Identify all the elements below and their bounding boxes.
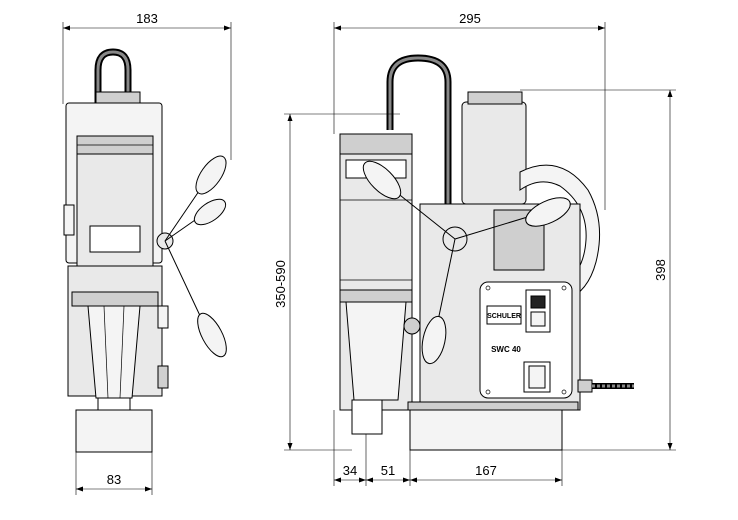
side-cable-gland xyxy=(577,379,634,393)
front-handle-grip-1 xyxy=(195,155,227,195)
dim-base-offset-a: 34 xyxy=(343,463,357,478)
dim-side-height-right: 398 xyxy=(653,259,668,281)
side-handle-grip-1 xyxy=(362,160,402,200)
side-view: SCHULER SWC 40 xyxy=(339,54,634,451)
side-magnet-base xyxy=(409,409,563,451)
dim-base-offset-b: 51 xyxy=(381,463,395,478)
dim-front-width-base: 83 xyxy=(107,472,121,487)
brand-label xyxy=(486,305,522,325)
dim-side-width-top: 295 xyxy=(459,11,481,26)
front-top-cap xyxy=(95,91,141,105)
front-handle-grip-2 xyxy=(193,198,227,226)
dim-front-width-top: 183 xyxy=(136,11,158,26)
model-text: SWC 40 xyxy=(491,345,521,354)
side-gearbox xyxy=(461,101,527,205)
side-spindle xyxy=(345,301,407,401)
front-magnet-base xyxy=(75,409,153,453)
side-handle-grip-3 xyxy=(421,315,447,365)
dimension-lines: 183 83 295 350-590 398 xyxy=(62,11,676,495)
brand-text: SCHULER xyxy=(487,313,521,320)
dim-side-height-left: 350-590 xyxy=(273,260,288,308)
front-spindle xyxy=(87,305,141,399)
front-handle-grip-3 xyxy=(197,312,227,358)
side-handle-grip-2 xyxy=(525,197,571,227)
dim-base-length: 167 xyxy=(475,463,497,478)
front-view xyxy=(63,48,227,453)
